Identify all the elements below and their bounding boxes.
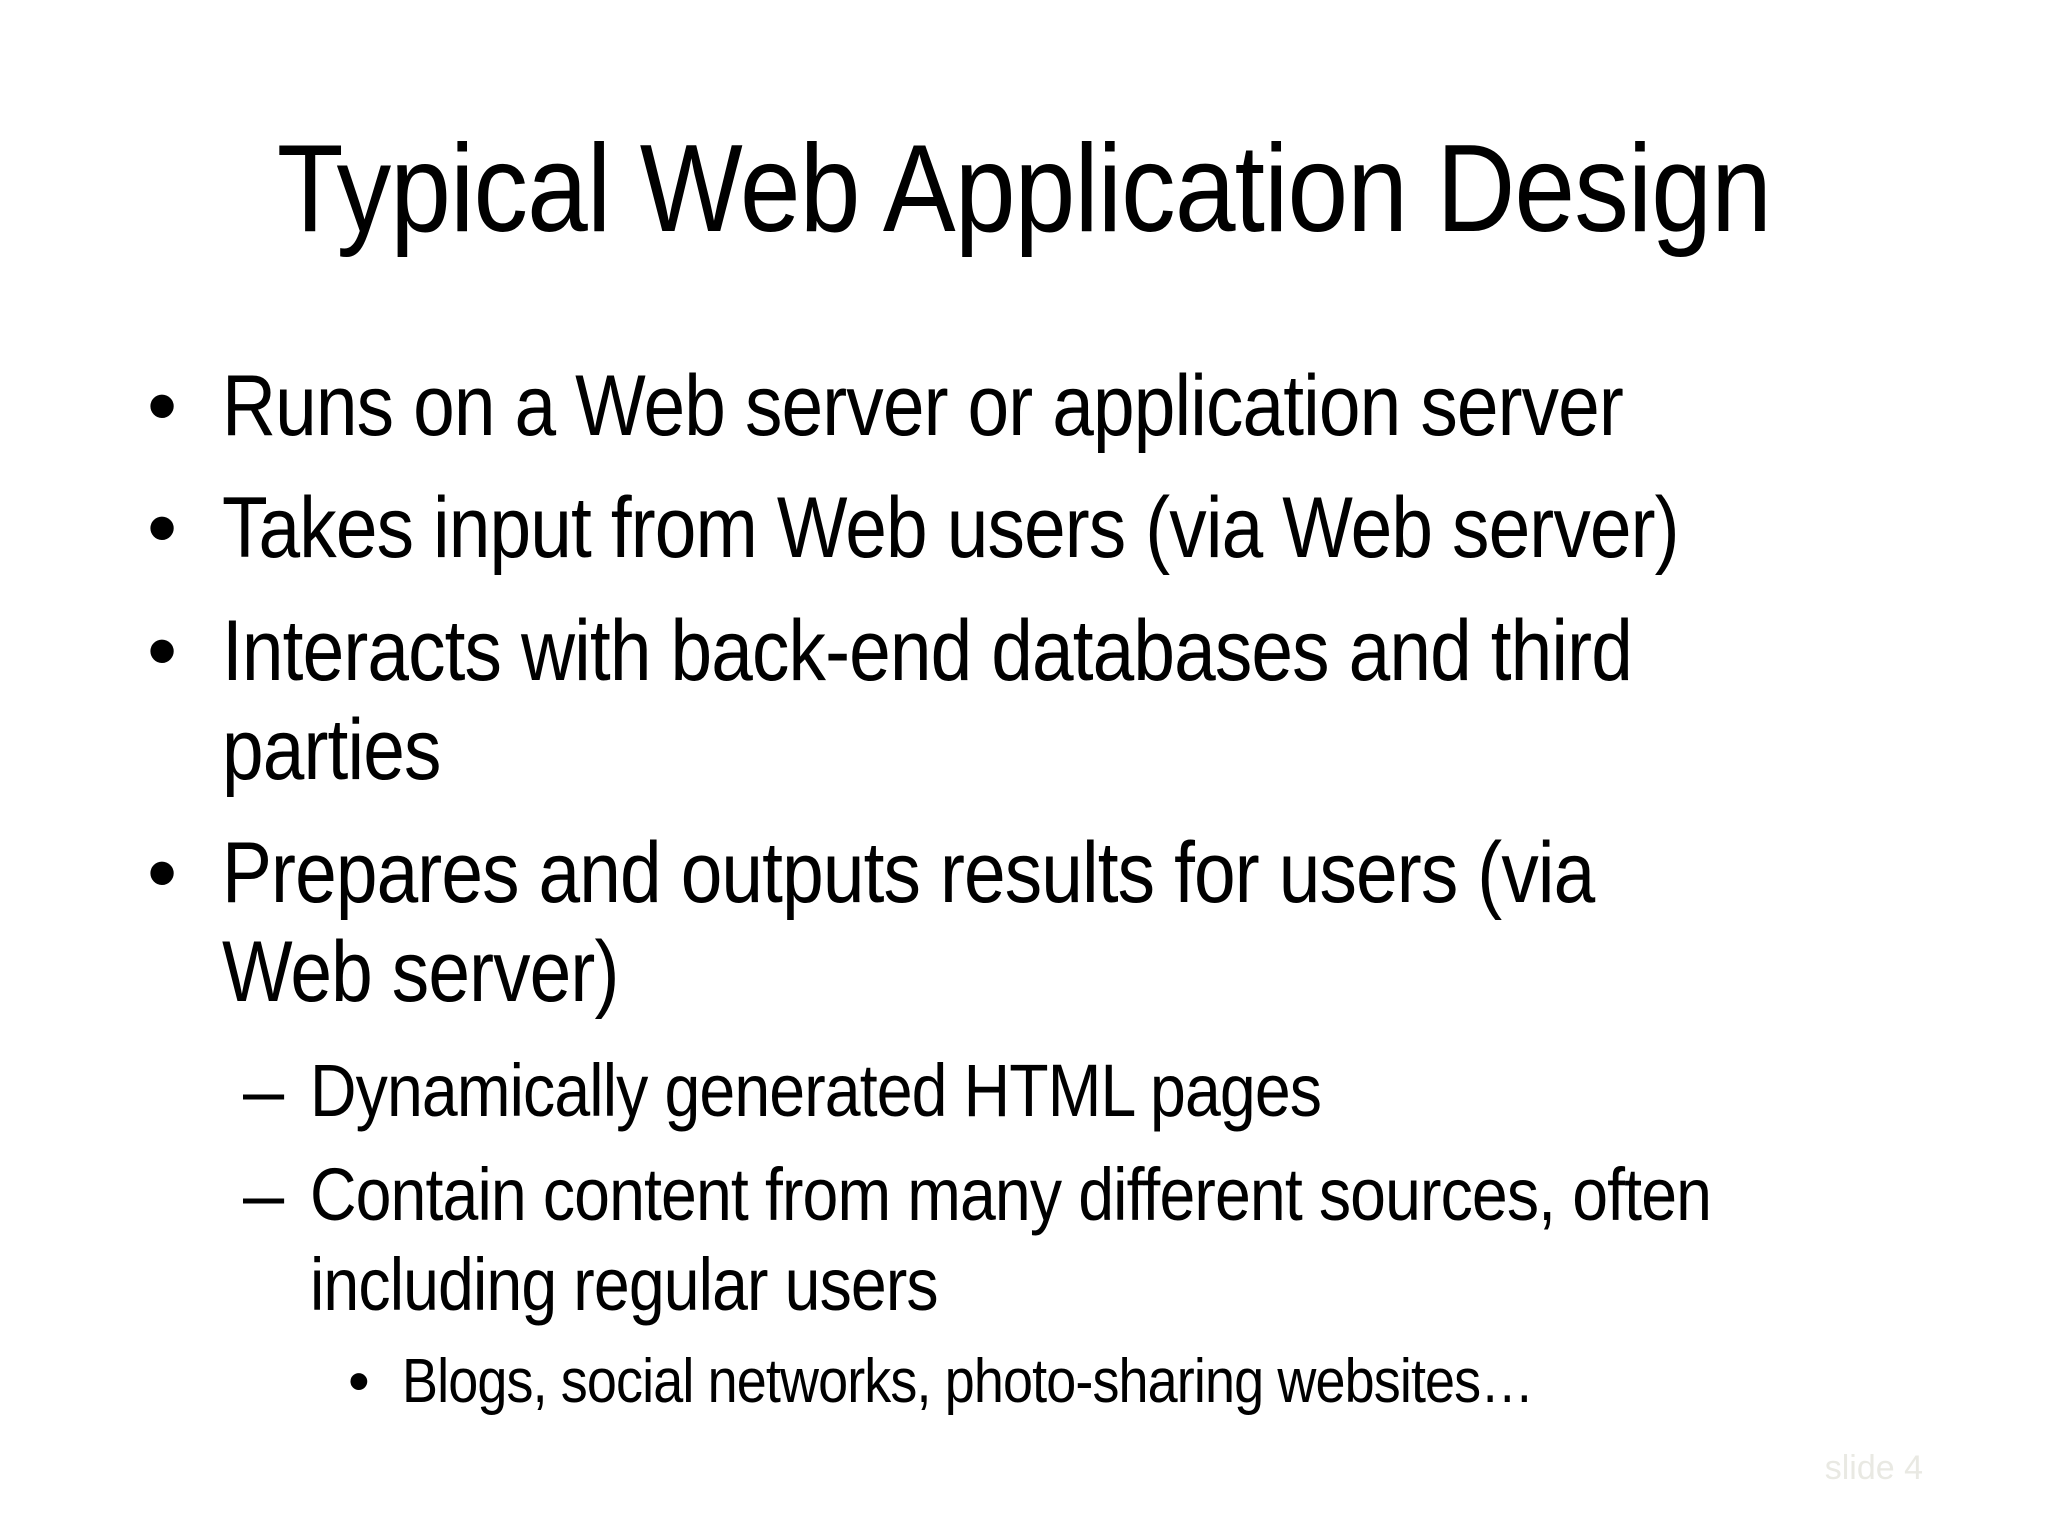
sub-sub-bullet-item: • Blogs, social networks, photo-sharing …: [348, 1345, 2048, 1419]
slide-number: slide 4: [1824, 1449, 1923, 1487]
bullet-text: Prepares and outputs results for users (…: [222, 825, 1595, 1021]
sub-bullet-text: Contain content from many different sour…: [310, 1153, 1712, 1327]
bullet-item: • Runs on a Web server or application se…: [147, 357, 2048, 456]
bullet-item: • Interacts with back-end databases and …: [147, 602, 2048, 800]
bullet-icon: •: [147, 357, 178, 454]
page-title-text: Typical Web Application Design: [276, 120, 1772, 258]
bullet-icon: •: [147, 480, 178, 577]
bullet-list: • Runs on a Web server or application se…: [147, 357, 2048, 1420]
bullet-icon: •: [147, 825, 178, 922]
bullet-text: Takes input from Web users (via Web serv…: [222, 480, 1680, 577]
dash-icon: –: [243, 1153, 285, 1237]
sub-bullet-item: – Dynamically generated HTML pages: [243, 1046, 2048, 1136]
sub-sub-bullet-text: Blogs, social networks, photo-sharing we…: [402, 1346, 1534, 1416]
page-title: Typical Web Application Design: [0, 0, 2048, 261]
dash-icon: –: [243, 1048, 285, 1132]
bullet-icon: •: [147, 603, 178, 700]
bullet-icon: •: [348, 1346, 370, 1416]
bullet-item: • Takes input from Web users (via Web se…: [147, 479, 2048, 578]
bullet-text: Interacts with back-end databases and th…: [222, 603, 1633, 799]
bullet-text: Runs on a Web server or application serv…: [222, 357, 1624, 454]
sub-bullet-item: – Contain content from many different so…: [243, 1150, 2048, 1331]
bullet-item: • Prepares and outputs results for users…: [147, 824, 2048, 1022]
sub-bullet-text: Dynamically generated HTML pages: [310, 1048, 1322, 1132]
